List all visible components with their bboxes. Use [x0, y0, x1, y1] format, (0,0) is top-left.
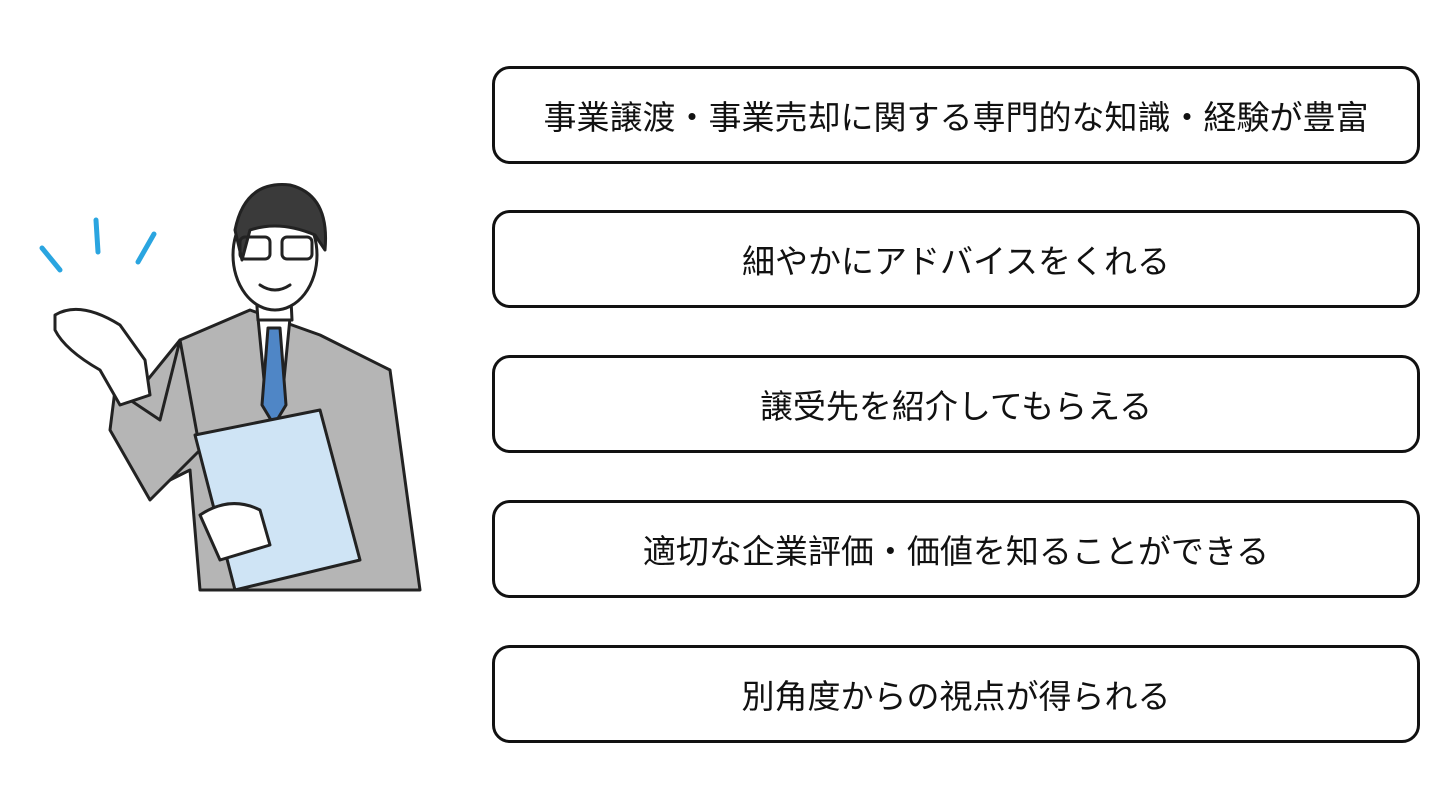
benefit-box-4: 適切な企業評価・価値を知ることができる — [492, 500, 1420, 598]
benefit-label: 細やかにアドバイスをくれる — [741, 242, 1170, 281]
emphasis-mark — [135, 231, 157, 265]
benefit-label: 事業譲渡・事業売却に関する専門的な知識・経験が豊富 — [543, 98, 1369, 137]
benefit-label: 適切な企業評価・価値を知ることができる — [642, 532, 1270, 571]
emphasis-mark — [39, 245, 63, 273]
benefit-box-3: 譲受先を紹介してもらえる — [492, 355, 1420, 453]
benefit-label: 別角度からの視点が得られる — [741, 677, 1171, 716]
benefit-box-5: 別角度からの視点が得られる — [492, 645, 1420, 743]
emphasis-mark — [93, 217, 101, 255]
benefit-label: 譲受先を紹介してもらえる — [759, 387, 1153, 426]
benefit-box-1: 事業譲渡・事業売却に関する専門的な知識・経験が豊富 — [492, 66, 1420, 164]
benefit-box-2: 細やかにアドバイスをくれる — [492, 210, 1420, 308]
businessman-illustration — [39, 183, 422, 592]
